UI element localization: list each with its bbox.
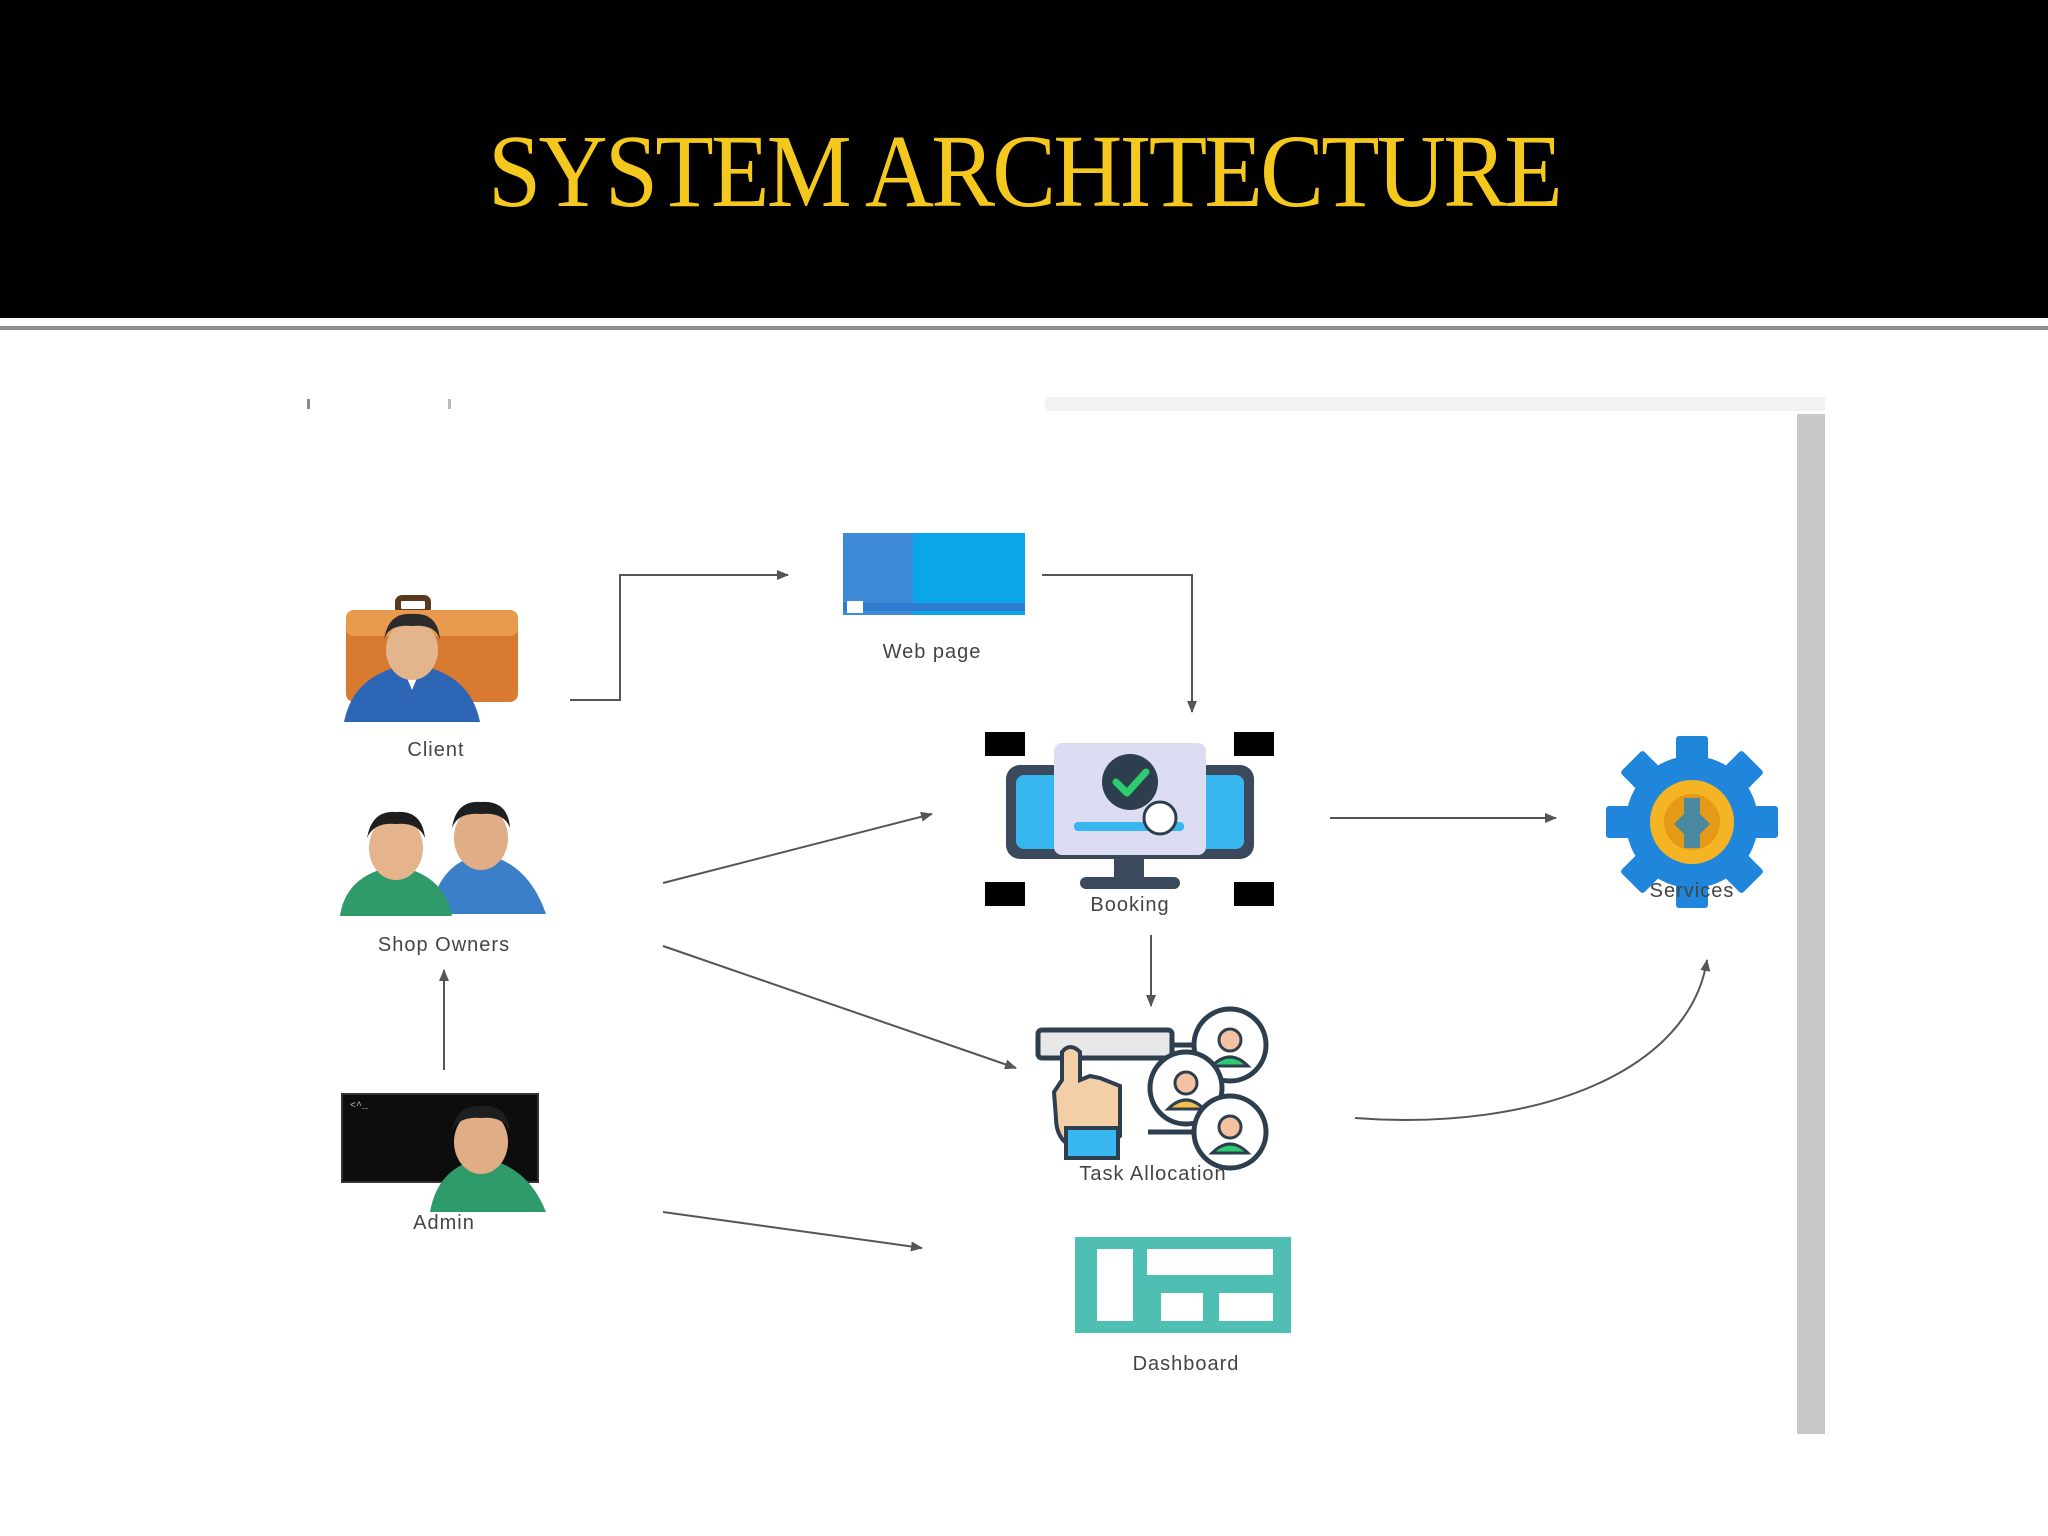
slide-title: SYSTEM ARCHITECTURE <box>488 114 1563 229</box>
edge-client-webpage <box>570 570 789 701</box>
edge-webpage-booking <box>1042 574 1197 713</box>
client-icon <box>344 595 518 722</box>
web-page-label: Web page <box>883 641 982 663</box>
web-page-icon <box>843 533 1025 615</box>
header-divider-light <box>0 318 2048 324</box>
edge-admin-dashboard <box>662 1211 923 1252</box>
edges <box>439 570 1711 1252</box>
dashboard-label: Dashboard <box>1133 1353 1240 1375</box>
task-allocation-node: Task Allocation <box>1035 1006 1269 1185</box>
edge-task-services <box>1354 959 1711 1121</box>
dashboard-node: Dashboard <box>1075 1237 1291 1375</box>
services-label: Services <box>1650 880 1735 902</box>
admin-terminal-text: <^_ <box>350 1101 369 1112</box>
booking-icon <box>1006 743 1254 889</box>
admin-label: Admin <box>413 1212 475 1234</box>
admin-node: <^_ Admin <box>341 1093 546 1234</box>
services-node: Services <box>1606 736 1778 908</box>
admin-icon: <^_ <box>341 1093 546 1212</box>
edge-shopowners-booking <box>662 811 933 884</box>
booking-label: Booking <box>1090 894 1169 916</box>
client-label: Client <box>407 739 464 761</box>
task-allocation-label: Task Allocation <box>1079 1163 1226 1185</box>
dashboard-icon <box>1075 1237 1291 1333</box>
selection-handles <box>985 732 1274 906</box>
shop-owners-label: Shop Owners <box>378 934 510 956</box>
edge-shopowners-task <box>662 945 1017 1070</box>
shop-owners-node: Shop Owners <box>340 801 546 956</box>
services-gear-icon <box>1606 736 1778 908</box>
task-allocation-icon <box>1035 1006 1269 1171</box>
web-page-node: Web page <box>843 533 1025 663</box>
title-bar: SYSTEM ARCHITECTURE <box>0 0 2048 318</box>
header-divider <box>0 326 2048 330</box>
shop-owners-icon <box>340 801 546 916</box>
diagram-canvas <box>305 395 1825 1435</box>
booking-node: Booking <box>985 732 1274 916</box>
client-node: Client <box>344 595 518 761</box>
diagram-scrollbar <box>1797 414 1825 1434</box>
